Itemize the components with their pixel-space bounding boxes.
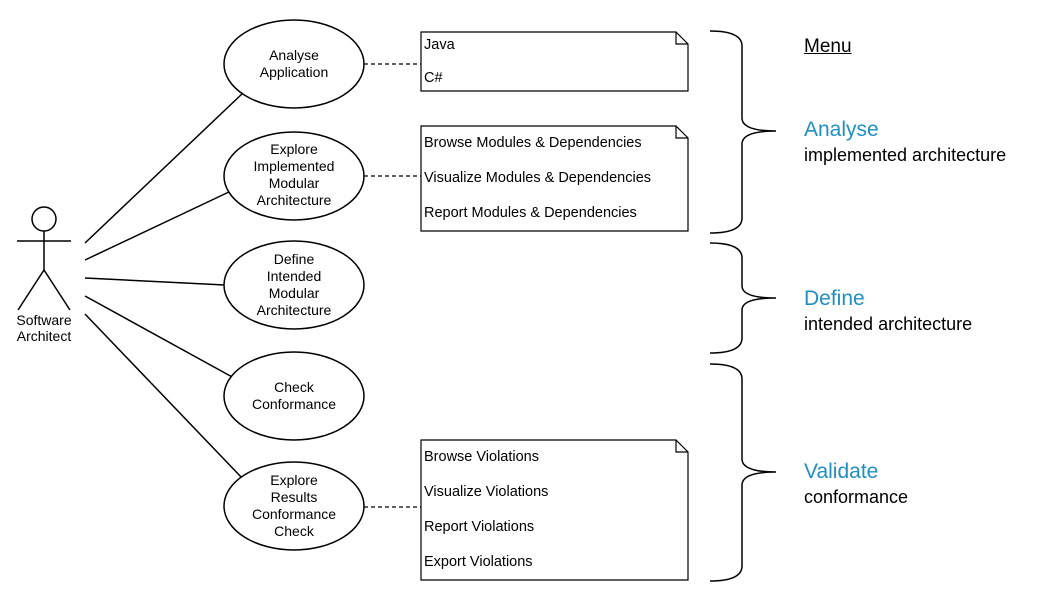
uc-check-line2: Conformance xyxy=(252,396,336,412)
note-violations-fold xyxy=(675,440,688,453)
use-case-explore-implemented xyxy=(223,131,365,221)
note-languages xyxy=(420,31,689,92)
section-validate: Validate conformance xyxy=(804,459,908,509)
note-item-report-modules: Report Modules & Dependencies xyxy=(424,205,637,221)
section-define-title: Define xyxy=(804,287,865,310)
uc-explore-impl-line3: Modular xyxy=(269,175,320,191)
actor-right-leg xyxy=(43,269,71,311)
note-item-java: Java xyxy=(424,37,456,53)
section-validate-title: Validate xyxy=(804,460,879,483)
note-links xyxy=(364,63,421,508)
association-check-conformance xyxy=(84,295,235,379)
brace-validate xyxy=(709,363,777,582)
note-item-visualize-modules: Visualize Modules & Dependencies xyxy=(424,170,651,186)
note-item-export-violations: Export Violations xyxy=(424,554,533,570)
uc-explore-impl-line4: Architecture xyxy=(257,192,332,208)
brace-define xyxy=(709,242,777,354)
section-analyse-subtitle: implemented architecture xyxy=(804,145,1007,165)
uc-results-line1: Explore xyxy=(270,472,318,488)
uc-analyse-line1: Analyse xyxy=(269,47,319,63)
actor-head xyxy=(31,206,57,232)
association-explore-results xyxy=(84,313,244,480)
actor-label-line1: Software xyxy=(16,312,71,328)
section-analyse: Analyse implemented architecture xyxy=(804,117,1006,167)
uc-explore-impl-line2: Implemented xyxy=(254,158,335,174)
actor-figure xyxy=(17,206,71,311)
use-case-analyse-application xyxy=(223,19,365,109)
brace-analyse xyxy=(709,30,777,234)
note-item-browse-modules: Browse Modules & Dependencies xyxy=(424,135,642,151)
use-case-check-conformance xyxy=(223,351,365,441)
uc-results-line4: Check xyxy=(274,523,315,539)
note-modules-fold xyxy=(675,126,688,139)
section-define-subtitle: intended architecture xyxy=(804,314,973,334)
note-violations xyxy=(420,439,689,581)
uc-define-line3: Modular xyxy=(269,285,320,301)
use-case-define-intended xyxy=(223,240,365,330)
note-languages-fold xyxy=(675,32,688,45)
association-explore-implemented xyxy=(84,190,232,261)
use-case-explore-results xyxy=(223,461,365,551)
note-item-csharp: C# xyxy=(424,70,443,86)
section-define: Define intended architecture xyxy=(804,286,972,336)
section-analyse-title: Analyse xyxy=(804,118,879,141)
actor-label-line2: Architect xyxy=(17,328,72,344)
uc-define-line4: Architecture xyxy=(257,302,332,318)
uc-define-line1: Define xyxy=(274,251,315,267)
associations xyxy=(84,92,244,480)
uc-check-line1: Check xyxy=(274,379,315,395)
association-analyse-application xyxy=(84,92,244,244)
section-validate-subtitle: conformance xyxy=(804,487,909,507)
note-item-visualize-violations: Visualize Violations xyxy=(424,484,548,500)
actor-left-leg xyxy=(17,269,45,311)
association-define-intended xyxy=(84,277,226,286)
uc-explore-impl-line1: Explore xyxy=(270,141,318,157)
uc-define-line2: Intended xyxy=(267,268,322,284)
note-item-browse-violations: Browse Violations xyxy=(424,449,539,465)
note-modules xyxy=(420,125,689,232)
uc-analyse-line2: Application xyxy=(260,64,329,80)
note-item-report-violations: Report Violations xyxy=(424,519,534,535)
uc-results-line3: Conformance xyxy=(252,506,336,522)
uc-results-line2: Results xyxy=(271,489,318,505)
menu-title: Menu xyxy=(804,36,852,57)
